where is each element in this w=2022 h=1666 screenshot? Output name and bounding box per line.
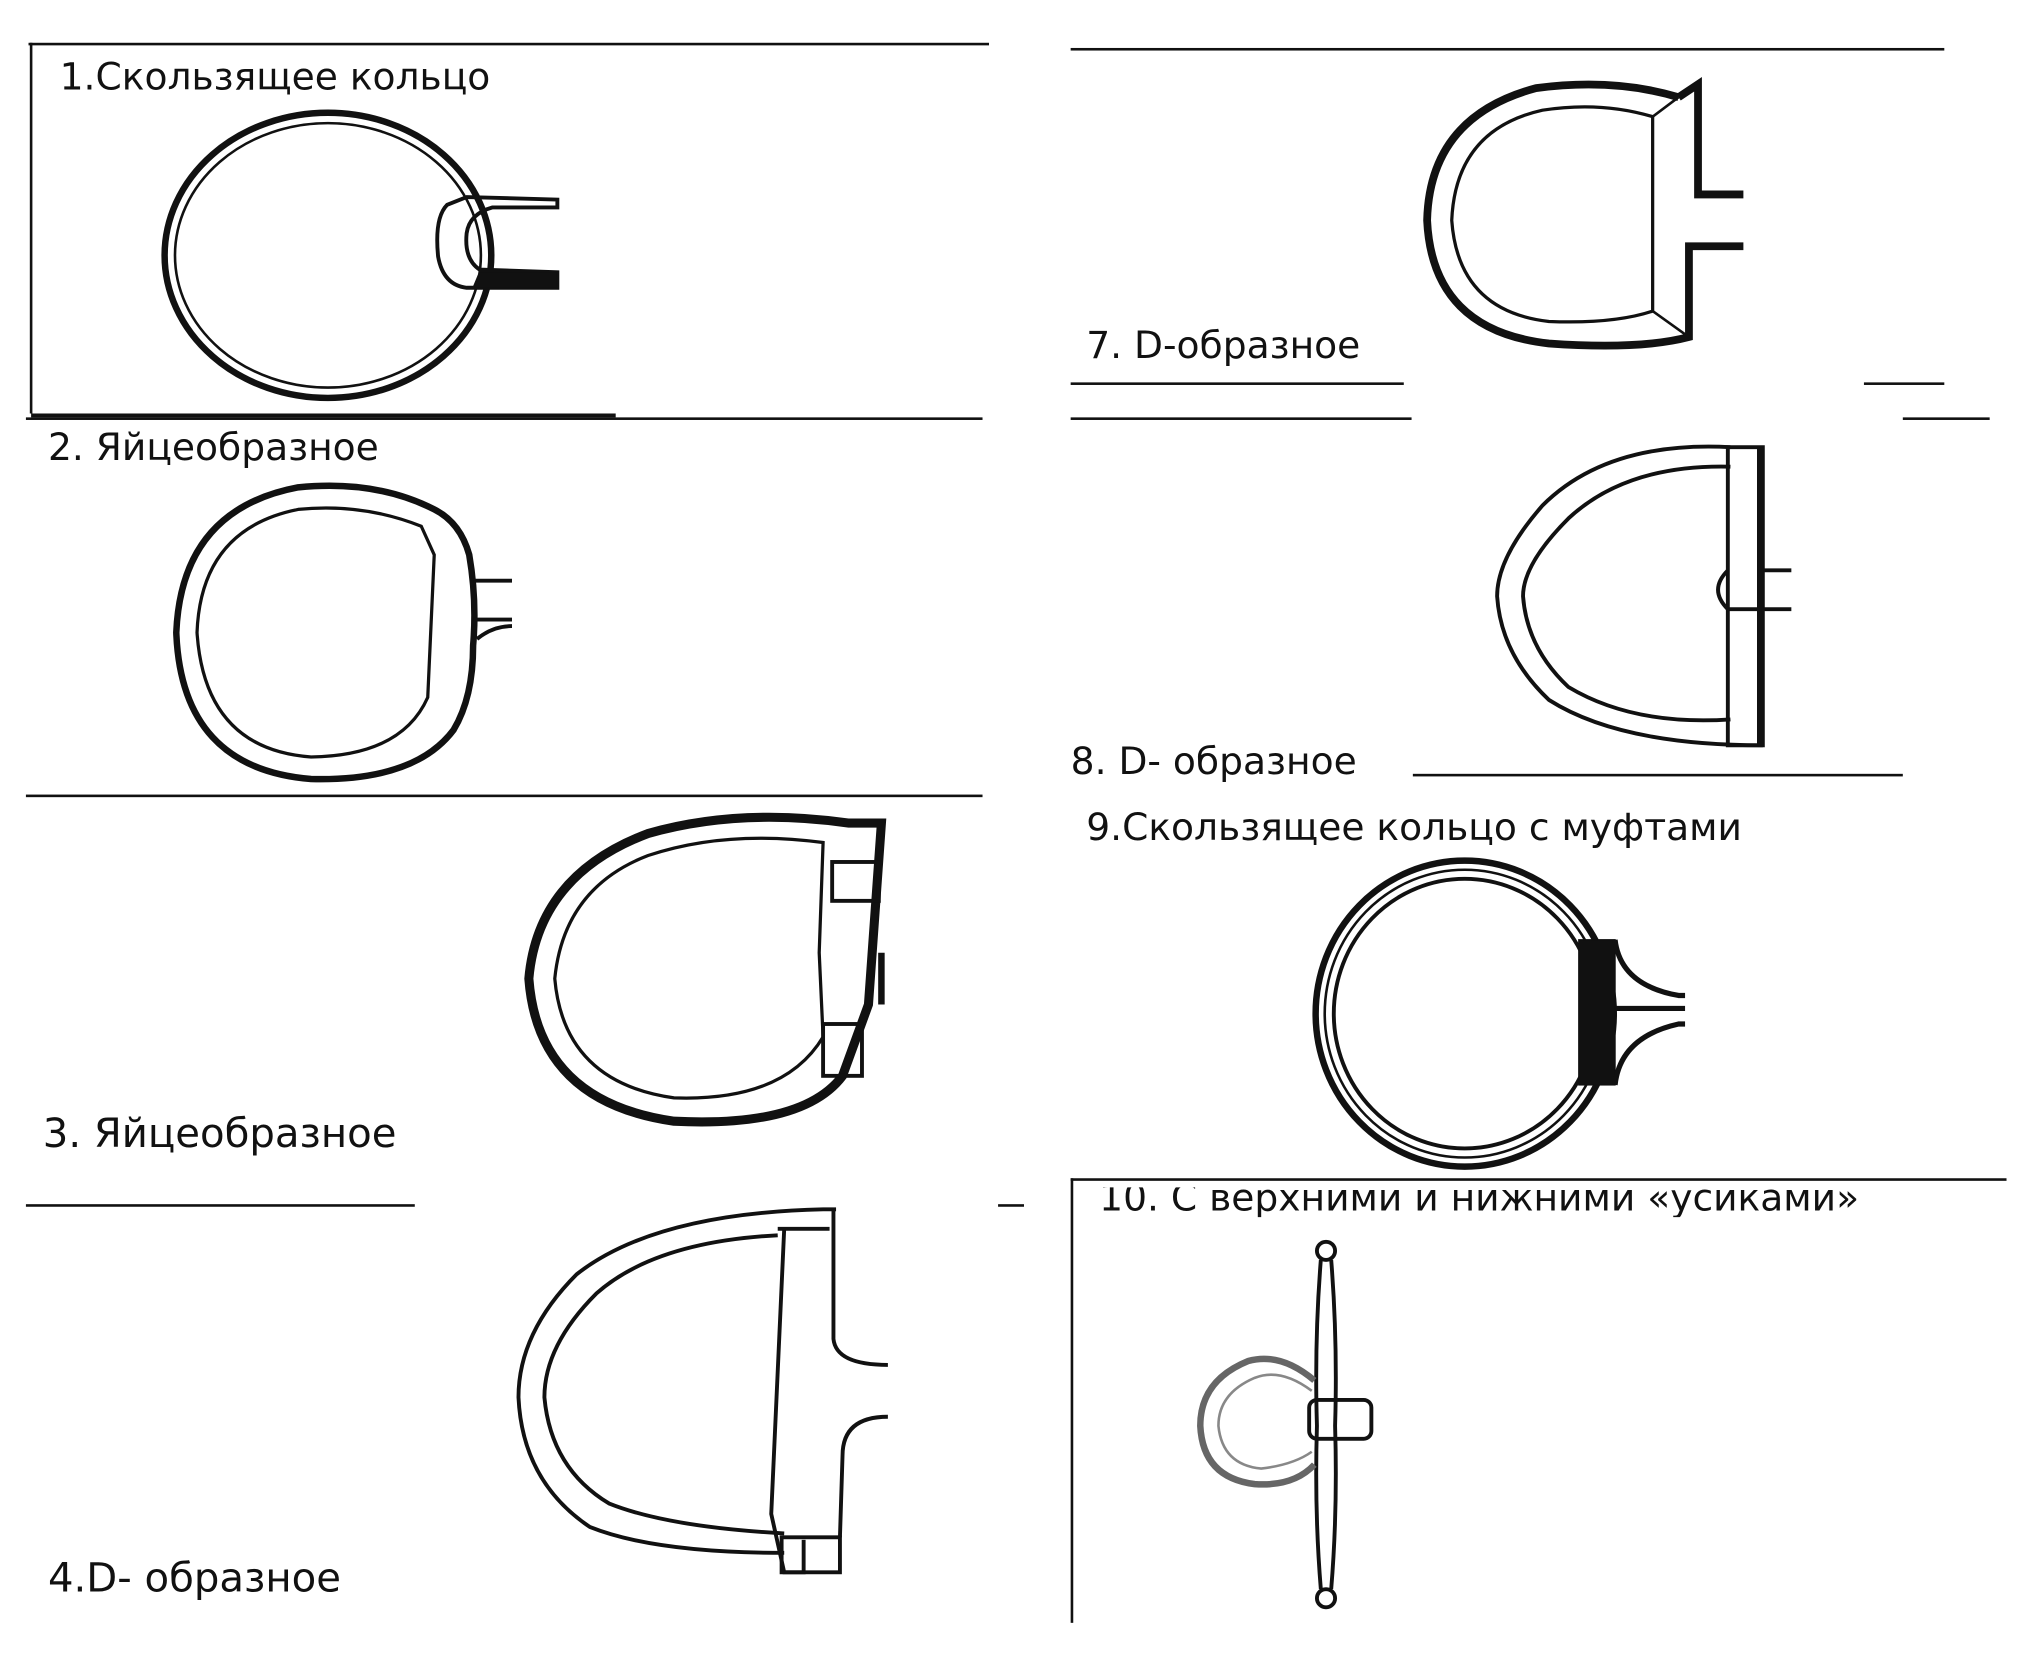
item-label: 8. D- образное <box>1070 738 1357 783</box>
full-cheek-bit-icon <box>1197 1239 1374 1610</box>
rule <box>998 1204 1024 1207</box>
item-label: 10. С верхними и нижними «усиками» <box>1099 1175 1860 1220</box>
eggbutt-bit-icon <box>524 812 887 1127</box>
item-label: 7. D-образное <box>1086 322 1361 367</box>
loose-ring-bit-icon <box>161 109 560 402</box>
rule <box>25 1204 415 1207</box>
d-ring-bit-icon <box>516 1207 888 1575</box>
item-label: 2. Яйцеобразное <box>47 425 379 470</box>
rule <box>1070 382 1404 385</box>
rule <box>25 794 983 798</box>
loose-ring-sleeved-bit-icon <box>1312 857 1686 1170</box>
item-label: 9.Скользящее кольцо с муфтами <box>1086 804 1742 850</box>
rule <box>1412 773 1903 777</box>
item-label: 4.D- образное <box>47 1555 341 1603</box>
rule <box>25 417 983 420</box>
d-ring-bit-icon <box>1495 444 1792 748</box>
rule <box>29 42 33 414</box>
rule <box>1902 417 1990 420</box>
item-label: 3. Яйцеобразное <box>42 1110 397 1158</box>
rule <box>1070 417 1412 420</box>
rule <box>1070 1178 2007 1181</box>
rule <box>1070 1178 1074 1623</box>
d-ring-bit-icon <box>1423 76 1744 350</box>
rule <box>1070 47 1945 51</box>
rule <box>31 413 616 418</box>
rule <box>28 42 990 46</box>
eggbutt-bit-icon <box>173 482 513 783</box>
item-label: 1.Скользящее кольцо <box>59 54 491 99</box>
rule <box>1863 382 1945 385</box>
